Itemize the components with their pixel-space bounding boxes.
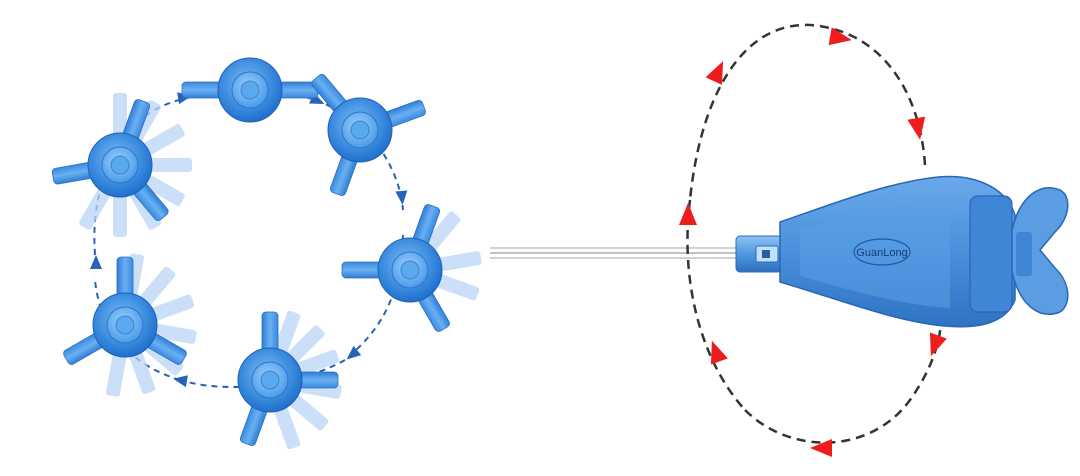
rotation-arrow-head-icon	[710, 340, 728, 365]
rotating-tip-icon	[63, 253, 197, 397]
rotation-arrow-head-icon	[828, 27, 852, 46]
rotation-arrow-head-icon	[705, 61, 724, 85]
rotating-tip-icon	[237, 310, 342, 450]
orbit-rotation-path	[679, 23, 947, 457]
rotating-tip-icon	[51, 93, 192, 237]
rotation-arrow-head-icon	[346, 345, 362, 360]
handheld-device-icon: GuanLong	[735, 175, 1069, 328]
rotating-tips	[51, 57, 482, 450]
brand-label: GuanLong	[856, 247, 907, 259]
rotating-tip-icon	[341, 204, 482, 332]
rotating-tip-icon	[311, 74, 426, 196]
rotation-arrow-head-icon	[679, 203, 697, 225]
rotation-arrow-head-icon	[173, 375, 188, 388]
rotation-arrow-head-icon	[395, 190, 408, 205]
rotation-arrow-head-icon	[907, 116, 926, 140]
rotation-cycle	[51, 57, 482, 450]
rotating-tip-icon	[181, 57, 319, 123]
rotation-arrow-head-icon	[810, 439, 832, 457]
rotation-arrow-head-icon	[929, 332, 947, 357]
rotation-arrow-head-icon	[90, 255, 102, 269]
needle-shaft	[490, 247, 748, 259]
rotation-arrow-head-icon	[679, 27, 947, 457]
rotation-path-arrow-icon	[93, 90, 404, 388]
